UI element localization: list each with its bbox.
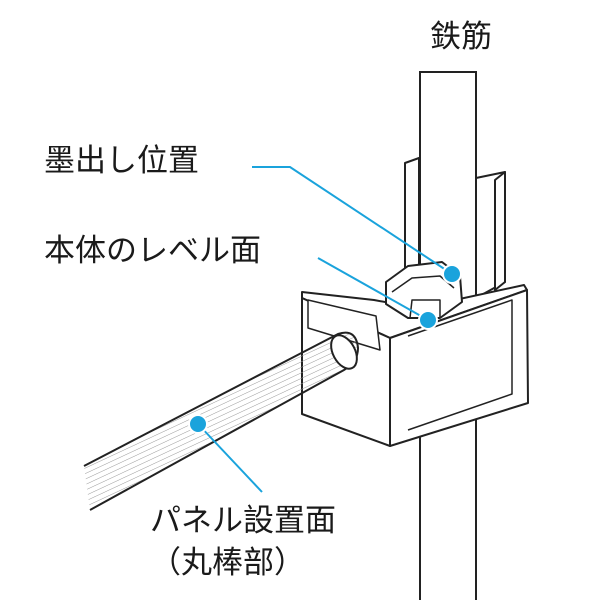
rod-end [330,334,358,370]
callout-leaders [197,166,453,493]
dot-level [418,310,438,330]
dot-marking [442,264,462,284]
label-panel-surface-sub: （丸棒部） [150,545,305,581]
spacer-recess [307,299,381,351]
leader-panel [197,423,263,493]
level-head-face [409,299,441,319]
dot-panel [188,414,208,434]
leader-level [317,257,429,321]
label-rebar: 鉄筋 [430,19,492,55]
label-panel-surface: パネル設置面 [150,503,336,539]
leader-marking [252,166,453,275]
clip-arm-right-edge [494,171,506,291]
rod-body [83,331,359,511]
round-rod [83,331,359,511]
callout-dots [188,264,462,434]
spacer-body [301,284,529,447]
label-marking-position: 墨出し位置 [44,143,199,179]
label-body-level-surface: 本体のレベル面 [44,233,261,269]
spacer-ledge [407,299,513,431]
